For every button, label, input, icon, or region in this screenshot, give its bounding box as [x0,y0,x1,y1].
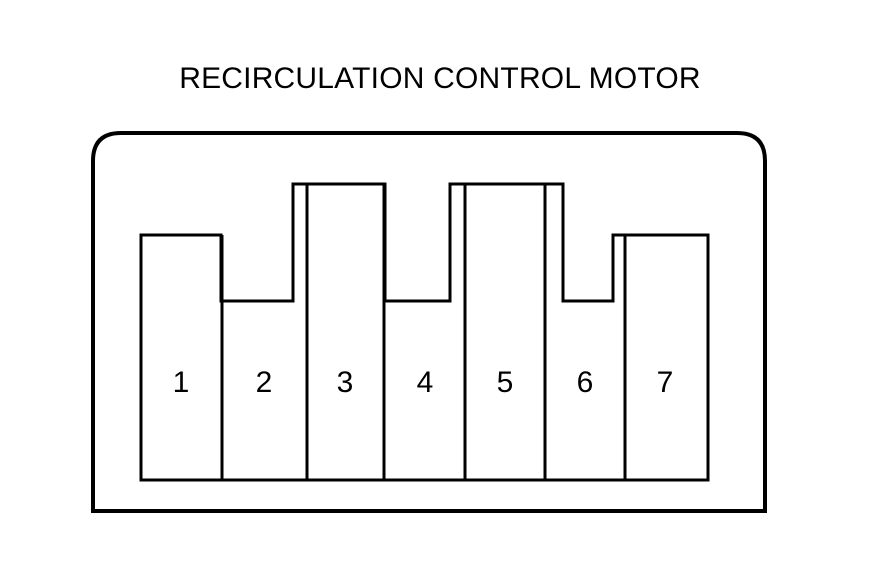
pin-label-1: 1 [173,366,190,399]
pin-label-4: 4 [417,366,434,399]
terminal-cavity-outline [139,182,710,482]
pin-label-2: 2 [256,366,273,399]
connector-housing-outline [91,131,767,513]
pin-label-7: 7 [657,366,674,399]
page-title: RECIRCULATION CONTROL MOTOR [179,62,701,95]
pin-label-group: 1 2 3 4 5 6 7 [173,366,674,399]
pin-label-6: 6 [577,366,594,399]
pin-divider-group [220,184,627,480]
pin-label-3: 3 [337,366,354,399]
pin-label-5: 5 [497,366,514,399]
